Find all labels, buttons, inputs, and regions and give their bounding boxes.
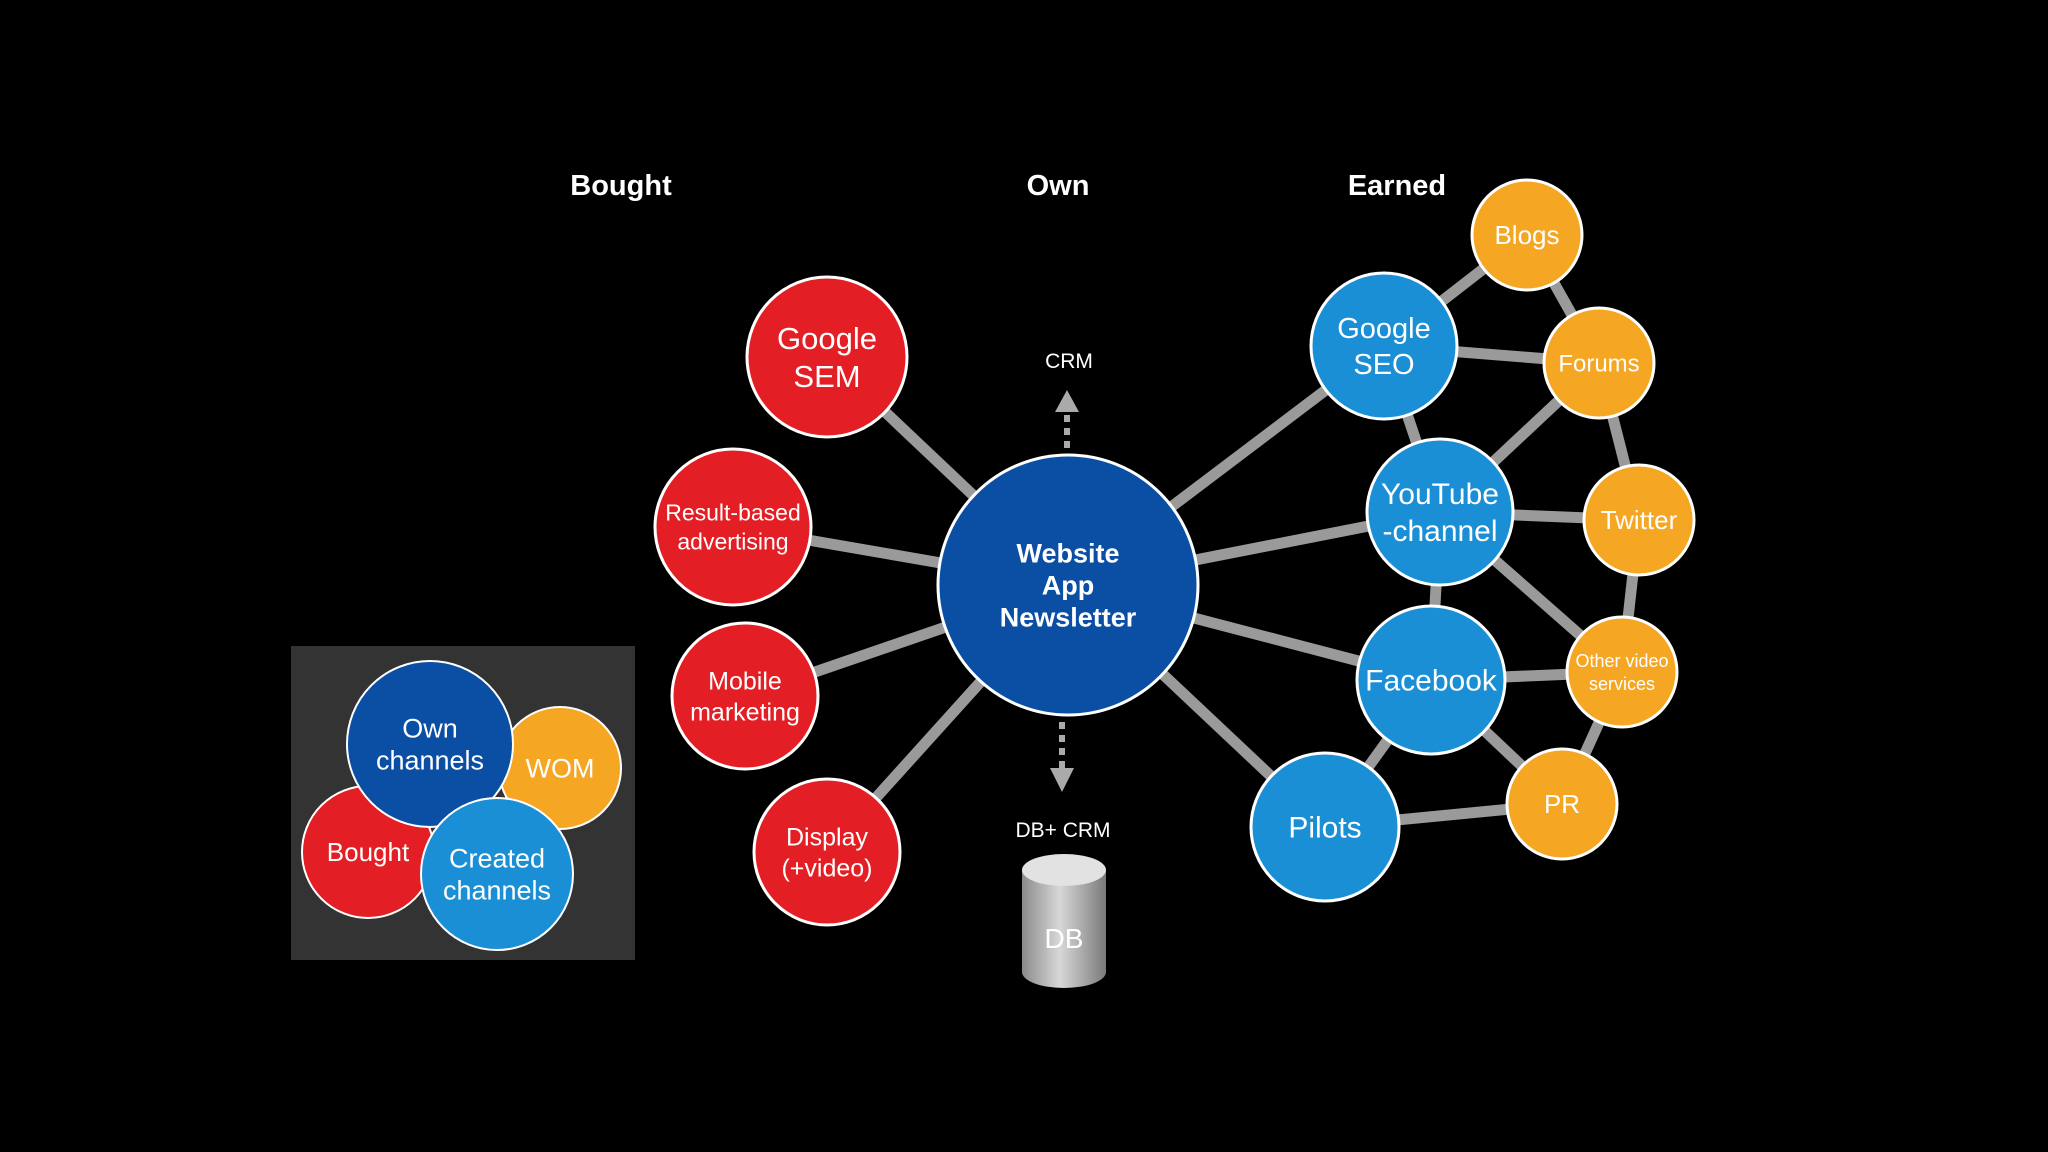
- node-display-circle: [752, 777, 902, 927]
- node-blogs-label: Blogs: [1494, 220, 1559, 250]
- header-earned: Earned: [1348, 170, 1446, 202]
- node-legend-own-label: Own: [402, 713, 458, 743]
- node-google-seo-label: Google: [1337, 313, 1431, 345]
- node-youtube-label: YouTube: [1381, 478, 1499, 511]
- node-legend-own-circle: [346, 660, 514, 828]
- node-result-label: advertising: [677, 529, 788, 555]
- node-legend-created-label: channels: [443, 875, 551, 905]
- nodes: WebsiteAppNewsletterGoogleSEMResult-base…: [653, 178, 1696, 927]
- db-crm-label: DB+ CRM: [1015, 819, 1110, 842]
- node-legend-created-label: Created: [449, 843, 545, 873]
- node-twitter-label: Twitter: [1601, 505, 1678, 535]
- node-google-sem-label: SEM: [793, 359, 860, 394]
- node-google-seo-label: SEO: [1353, 349, 1414, 381]
- crm-label: CRM: [1045, 350, 1093, 373]
- node-youtube-label: -channel: [1382, 515, 1497, 548]
- node-youtube-circle: [1365, 437, 1515, 587]
- node-facebook-label: Facebook: [1365, 665, 1498, 698]
- node-pr: PR: [1505, 747, 1619, 861]
- node-twitter: Twitter: [1582, 463, 1696, 577]
- node-other-video-circle: [1565, 615, 1679, 729]
- node-legend-created-circle: [420, 797, 574, 951]
- node-pilots: Pilots: [1249, 751, 1401, 903]
- node-google-sem-circle: [745, 275, 909, 439]
- node-display-label: (+video): [781, 854, 872, 882]
- db-label: DB: [1045, 923, 1084, 954]
- node-legend-own-label: channels: [376, 745, 484, 775]
- header-bought: Bought: [570, 170, 672, 202]
- header-own: Own: [1027, 170, 1090, 202]
- node-forums: Forums: [1542, 306, 1656, 420]
- node-display: Display (+video): [752, 777, 902, 927]
- node-pr-label: PR: [1544, 789, 1580, 819]
- node-google-sem-label: Google: [777, 321, 877, 356]
- node-other-video-label: services: [1589, 674, 1655, 694]
- node-twitter-circle: [1582, 463, 1696, 577]
- node-pr-circle: [1505, 747, 1619, 861]
- node-hub-label: App: [1042, 570, 1094, 600]
- node-google-seo-circle: [1309, 271, 1459, 421]
- node-result-label: Result-based: [665, 500, 801, 526]
- node-youtube: YouTube -channel: [1365, 437, 1515, 587]
- node-hub-label: Website: [1016, 538, 1119, 568]
- database-icon: DB: [1022, 854, 1106, 988]
- node-mobile-label: Mobile: [708, 667, 782, 695]
- node-mobile-label: marketing: [690, 698, 800, 726]
- node-mobile-circle: [670, 621, 820, 771]
- db-crm-down-arrow: [1050, 722, 1074, 792]
- node-other-video: Other video services: [1565, 615, 1679, 729]
- node-hub-label: Newsletter: [1000, 602, 1137, 632]
- crm-up-arrow: [1055, 390, 1079, 448]
- node-result: Result-based advertising: [653, 447, 813, 607]
- node-other-video-label: Other video: [1575, 651, 1668, 671]
- node-result-circle: [653, 447, 813, 607]
- node-blogs: Blogs: [1470, 178, 1584, 292]
- node-display-label: Display: [786, 823, 868, 851]
- node-mobile: Mobile marketing: [670, 621, 820, 771]
- node-facebook-circle: [1355, 604, 1507, 756]
- node-forums-circle: [1542, 306, 1656, 420]
- node-forums-label: Forums: [1558, 350, 1639, 377]
- node-legend-bought-label: Bought: [327, 837, 410, 867]
- node-pilots-label: Pilots: [1288, 812, 1361, 845]
- node-legend-wom-label: WOM: [526, 753, 595, 783]
- node-pilots-circle: [1249, 751, 1401, 903]
- node-facebook: Facebook: [1355, 604, 1507, 756]
- node-hub-circle: [936, 453, 1200, 717]
- node-blogs-circle: [1470, 178, 1584, 292]
